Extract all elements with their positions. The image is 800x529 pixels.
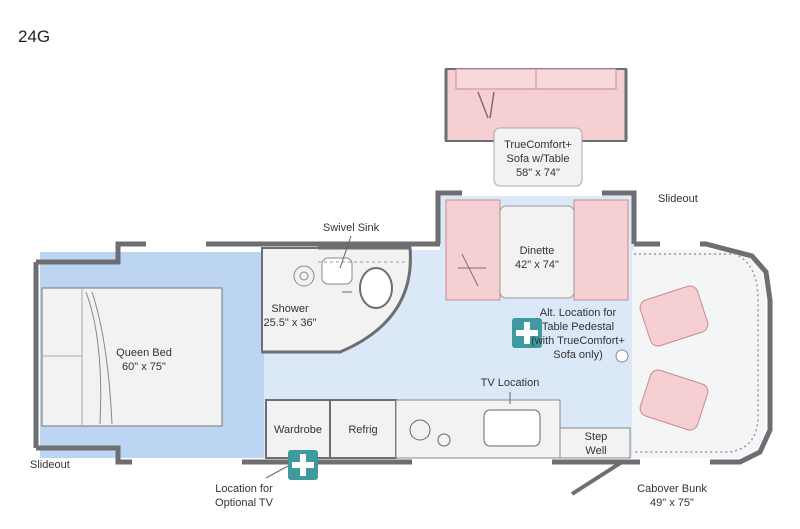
sofa-label-2: Sofa w/Table [507,153,570,165]
refrig-label: Refrig [348,424,377,436]
slideout-left-label: Slideout [30,459,70,471]
alt-label-1: Alt. Location for [540,307,617,319]
bathroom: Shower 25.5" x 36" Swivel Sink [261,222,412,354]
cabover-label-2: 49" x 75" [650,497,694,509]
walls [33,190,773,465]
alt-pedestal-location: Alt. Location for Table Pedestal (with T… [512,307,629,363]
shower-label-1: Shower [271,303,309,315]
slideout-top-label: Slideout [658,193,698,205]
shower-label-2: 25.5" x 36" [263,317,316,329]
dinette-label-1: Dinette [520,245,555,257]
tv-location-label: TV Location [481,377,540,389]
optional-tv-label-1: Location for [215,483,273,495]
alt-label-3: (with TrueComfort+ [531,335,625,347]
truecomfort-sofa: TrueComfort+ Sofa w/Table 58" x 74" [444,68,628,187]
step-well-label-1: Step [585,431,608,443]
windows [132,190,710,465]
dinette: Dinette 42" x 74" Slideout [445,193,698,301]
step-well-label-2: Well [585,445,606,457]
optional-tv-label-2: Optional TV [215,497,274,509]
model-title: 24G [18,27,50,46]
wardrobe-label: Wardrobe [274,424,322,436]
cab-seats [639,285,709,431]
queen-bed-label-2: 60" x 75" [122,361,166,373]
alt-label-2: Table Pedestal [542,321,614,333]
swivel-sink-label: Swivel Sink [323,222,380,234]
cabover-label-1: Cabover Bunk [637,483,707,495]
queen-bed-label-1: Queen Bed [116,347,172,359]
dinette-label-2: 42" x 74" [515,259,559,271]
sofa-label-3: 58" x 74" [516,167,560,179]
sofa-label-1: TrueComfort+ [504,139,572,151]
alt-label-4: Sofa only) [553,349,603,361]
optional-tv-location: Location for Optional TV [215,450,318,509]
queen-bed: Queen Bed 60" x 75" [41,287,223,427]
entry-door [570,460,624,496]
